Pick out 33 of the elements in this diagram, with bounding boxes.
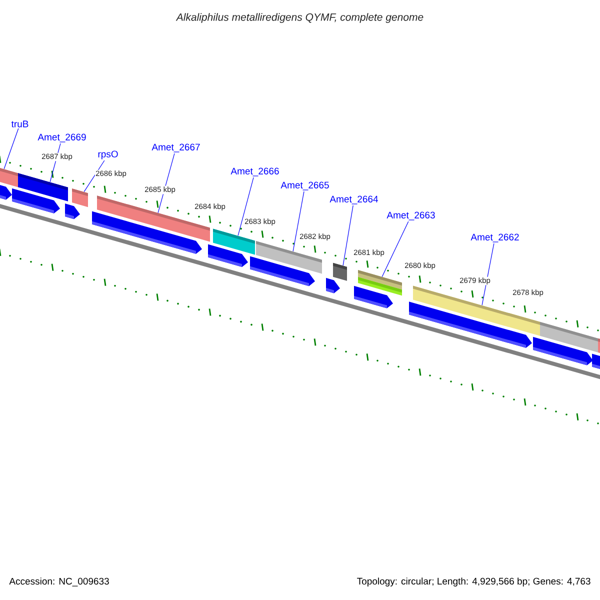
gene-block xyxy=(12,188,60,214)
gene-label: Amet_2662 xyxy=(470,234,519,242)
gene-block xyxy=(250,256,315,286)
gene-block xyxy=(533,336,593,366)
gene-block xyxy=(326,278,340,294)
gene-label: Amet_2667 xyxy=(152,144,200,152)
gene-block xyxy=(92,211,202,254)
gene-label: Amet_2664 xyxy=(330,196,378,204)
leader-line xyxy=(84,160,105,192)
gene-block xyxy=(354,286,393,308)
gene-label: Amet_2666 xyxy=(230,168,279,176)
gene-block xyxy=(592,354,600,372)
gene-label: Amet_2669 xyxy=(38,134,86,142)
title: Alkaliphilus metalliredigens QYMF, complete genome xyxy=(176,13,424,23)
leader-line xyxy=(158,153,175,214)
leader-line xyxy=(382,221,409,277)
leader-line xyxy=(4,128,19,170)
gene-block xyxy=(208,244,248,267)
leader-line xyxy=(238,177,254,236)
gene-label: Amet_2665 xyxy=(280,182,329,190)
gene-label: rpsO xyxy=(98,150,118,160)
gene-label: truB xyxy=(11,120,28,128)
gene-block xyxy=(0,182,12,200)
leader-line xyxy=(482,243,494,306)
gene-block xyxy=(409,302,532,348)
gene-block xyxy=(65,204,80,220)
footer-text: Topology: circular; Length: 4,929,566 bp; Genes: 4,763 xyxy=(357,578,590,586)
gene-label: Amet_2663 xyxy=(386,212,435,220)
leader-line xyxy=(292,191,304,252)
leader-line xyxy=(342,205,354,266)
footer-text: Accession: NC_009633 xyxy=(9,578,109,586)
gene-bar xyxy=(72,188,88,208)
gene-bar xyxy=(333,262,347,281)
